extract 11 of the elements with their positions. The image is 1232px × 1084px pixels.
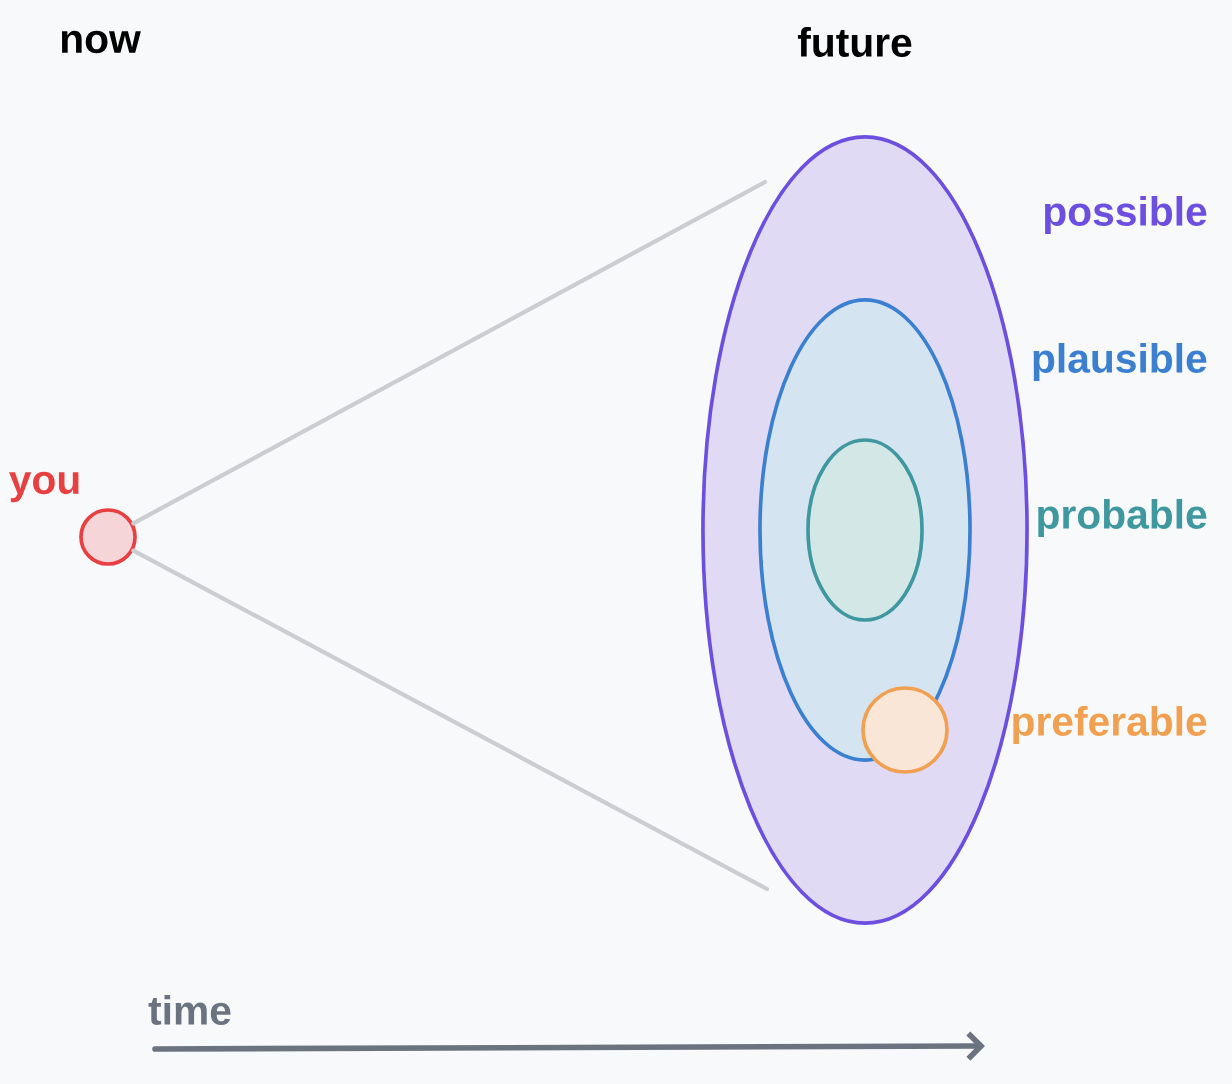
text-label: future (797, 27, 912, 57)
line (131, 548, 770, 892)
ellipse-region: probable (806, 438, 1207, 622)
line (131, 179, 768, 526)
node-label: possible (1044, 195, 1207, 235)
ellipse-region: preferable (861, 686, 1207, 774)
node-label: probable (1038, 498, 1207, 538)
text-label: now (61, 30, 141, 54)
node-label: preferable (1013, 705, 1207, 745)
node-label: plausible (1033, 342, 1207, 382)
text-label: time (148, 995, 231, 1025)
